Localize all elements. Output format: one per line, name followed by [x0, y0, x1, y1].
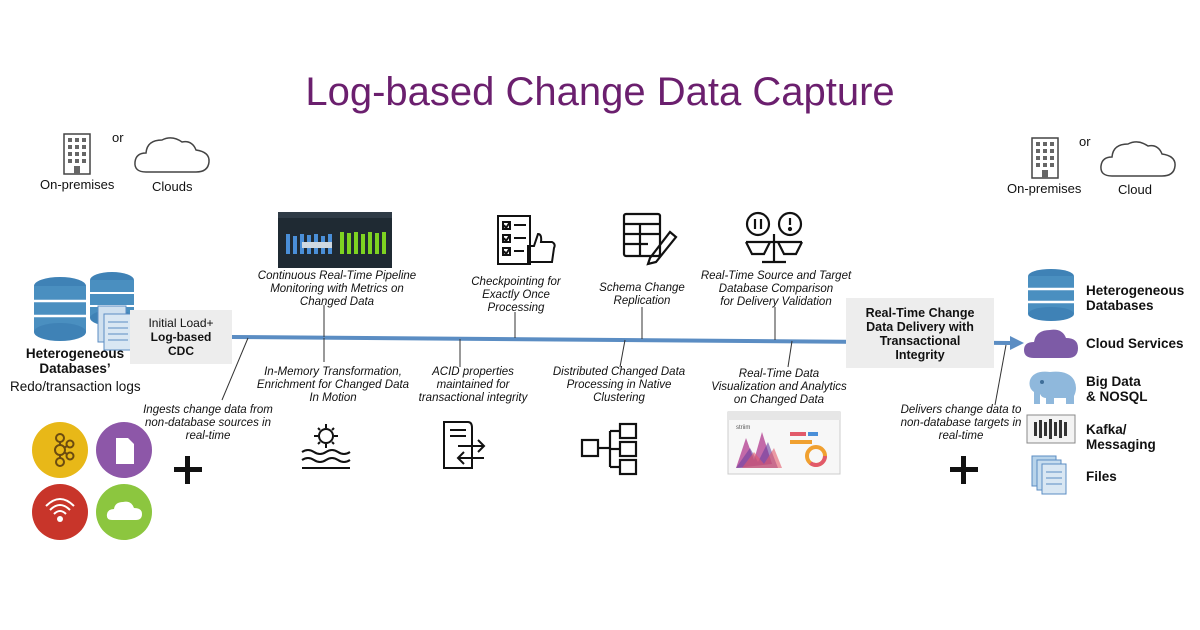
- feature-transformation-line1: In-Memory Transformation,: [264, 366, 402, 378]
- feature-distributed: Distributed Changed Data Processing in N…: [546, 366, 692, 405]
- target-item-cloud-line1: Cloud Services: [1086, 336, 1184, 351]
- analytics-dashboard-screenshot: striim: [727, 411, 841, 475]
- target-item-files-line1: Files: [1086, 469, 1117, 484]
- gear-stream-icon: [301, 424, 351, 469]
- onprem-label-source: On-premises: [40, 177, 115, 192]
- database-cluster-icon: [34, 272, 134, 351]
- page-title: Log-based Change Data Capture: [305, 70, 895, 114]
- target-item-databases-line2: Databases: [1086, 298, 1154, 313]
- feature-distributed-line2: Processing in Native: [566, 379, 672, 391]
- target-item-bigdata-line1: Big Data: [1086, 374, 1141, 389]
- building-icon-target: [1031, 137, 1059, 179]
- balance-scale-icon: [745, 211, 803, 264]
- deliver-note-line2: non-database targets in: [900, 417, 1022, 429]
- plus-icon-source: [174, 456, 202, 484]
- target-item-kafka-line2: Messaging: [1086, 437, 1156, 452]
- checklist-thumbs-up-icon: [497, 215, 556, 265]
- clouds-label-source: Clouds: [152, 179, 193, 194]
- feature-checkpointing-line1: Checkpointing for: [471, 276, 561, 288]
- onprem-label-target: On-premises: [1007, 181, 1082, 196]
- target-item-files: Files: [1086, 469, 1117, 484]
- feature-checkpointing-line2: Exactly Once: [482, 289, 550, 301]
- feature-schema: Schema Change Replication: [590, 282, 694, 308]
- deliver-note-line1: Delivers change data to: [900, 404, 1022, 416]
- ingest-note-line3: real-time: [185, 430, 231, 442]
- source-db-subtitle: Redo/transaction logs: [10, 379, 141, 394]
- feature-visualization-line1: Real-Time Data: [738, 368, 820, 380]
- files-icon: [1031, 455, 1067, 495]
- delivery-line1: Real-Time Change: [865, 306, 975, 320]
- target-item-kafka: Kafka/ Messaging: [1086, 422, 1156, 452]
- dashboard-striim-logo-text: striim: [736, 425, 750, 431]
- cloud-outline-icon: [134, 137, 210, 173]
- deliver-note: Delivers change data to non-database tar…: [896, 404, 1026, 443]
- feature-checkpointing: Checkpointing for Exactly Once Processin…: [458, 276, 574, 315]
- feature-acid-line2: maintained for: [436, 379, 510, 391]
- non-database-sources: [32, 422, 152, 540]
- feature-acid: ACID properties maintained for transacti…: [412, 366, 534, 405]
- kafka-icon: [1026, 414, 1076, 444]
- feature-monitoring-line2: Monitoring with Metrics on: [270, 283, 404, 295]
- initial-load-box: Initial Load+ Log-based CDC: [130, 310, 232, 364]
- cluster-nodes-icon: [580, 422, 638, 476]
- feature-schema-line2: Replication: [613, 295, 671, 307]
- feature-comparison-line3: for Delivery Validation: [720, 296, 832, 308]
- delivery-line4: Integrity: [895, 348, 945, 362]
- feature-distributed-line1: Distributed Changed Data: [552, 366, 686, 378]
- feature-transformation-line2: Enrichment for Changed Data: [256, 379, 410, 391]
- document-transfer-icon: [443, 421, 486, 469]
- plus-icon-target: [950, 456, 978, 484]
- feature-monitoring: Continuous Real-Time Pipeline Monitoring…: [252, 270, 422, 309]
- kafka-circle-icon: [32, 422, 88, 478]
- initial-load-line3: CDC: [168, 344, 194, 358]
- target-item-cloud: Cloud Services: [1086, 336, 1184, 351]
- feature-schema-line1: Schema Change: [599, 282, 685, 294]
- ingest-note: Ingests change data from non-database so…: [138, 404, 278, 443]
- feature-monitoring-line3: Changed Data: [299, 296, 375, 308]
- feature-checkpointing-line3: Processing: [487, 302, 545, 314]
- target-item-bigdata-line2: & NOSQL: [1086, 389, 1148, 404]
- feature-distributed-line3: Clustering: [593, 392, 645, 404]
- feature-comparison-line2: Database Comparison: [718, 283, 834, 295]
- target-item-kafka-line1: Kafka/: [1086, 422, 1127, 437]
- ingest-note-line2: non-database sources in: [145, 417, 271, 429]
- feature-visualization-line2: Visualization and Analytics: [711, 381, 847, 393]
- feature-acid-line1: ACID properties: [432, 366, 514, 378]
- schema-edit-icon: [622, 212, 678, 266]
- pipeline-monitor-screenshot: [278, 212, 392, 268]
- cloud-icon: [1024, 329, 1078, 358]
- feature-transformation: In-Memory Transformation, Enrichment for…: [250, 366, 416, 405]
- delivery-line2: Data Delivery with: [866, 320, 974, 334]
- delivery-line3: Transactional: [879, 334, 961, 348]
- svg-text:striim: striim: [736, 425, 750, 431]
- delivery-box: Real-Time Change Data Delivery with Tran…: [846, 298, 994, 368]
- feature-acid-line3: transactional integrity: [418, 392, 528, 404]
- main-flow-arrowhead: [1010, 336, 1024, 350]
- or-label-source: or: [112, 130, 124, 145]
- cloud-circle-icon: [96, 484, 152, 540]
- source-db-title: Heterogeneous Databases’: [25, 346, 125, 376]
- file-circle-icon: [96, 422, 152, 478]
- initial-load-line2: Log-based: [150, 330, 212, 344]
- target-item-databases-line1: Heterogeneous: [1086, 283, 1185, 298]
- cloud-outline-icon-target: [1100, 141, 1176, 177]
- feature-visualization-line3: on Changed Data: [733, 394, 825, 406]
- initial-load-line1: Initial Load+: [148, 316, 214, 330]
- target-item-bigdata: Big Data & NOSQL: [1086, 374, 1148, 404]
- deliver-note-line3: real-time: [938, 430, 984, 442]
- feature-visualization: Real-Time Data Visualization and Analyti…: [704, 368, 854, 407]
- elephant-icon: [1029, 371, 1076, 404]
- building-icon: [63, 133, 91, 175]
- database-icon: [1028, 269, 1074, 321]
- feature-monitoring-line1: Continuous Real-Time Pipeline: [257, 270, 417, 282]
- ingest-note-line1: Ingests change data from: [143, 404, 273, 416]
- cloud-label-target: Cloud: [1118, 182, 1152, 197]
- or-label-target: or: [1079, 134, 1091, 149]
- target-item-databases: Heterogeneous Databases: [1086, 283, 1184, 313]
- feature-comparison-line1: Real-Time Source and Target: [700, 270, 852, 282]
- feature-transformation-line3: In Motion: [309, 392, 357, 404]
- feature-comparison: Real-Time Source and Target Database Com…: [698, 270, 854, 309]
- sensor-circle-icon: [32, 484, 88, 540]
